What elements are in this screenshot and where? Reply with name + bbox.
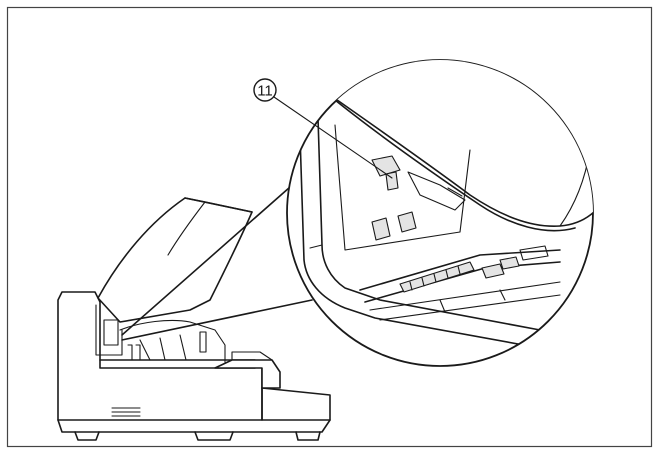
printer-vent-lines xyxy=(111,407,141,417)
callout-11-icon xyxy=(253,78,277,102)
guide-tab-right xyxy=(397,211,417,233)
zoom-line-lower xyxy=(121,299,313,341)
printer-cavity-back xyxy=(119,319,226,363)
cover-panel xyxy=(97,197,253,323)
cover-underside-edge xyxy=(334,99,576,232)
printer-cavity-details xyxy=(139,334,187,361)
printer-right-deck xyxy=(214,359,281,389)
printer-body-ledge xyxy=(99,359,256,369)
printer-base-outline xyxy=(57,387,331,433)
callout-11: 11 xyxy=(253,78,393,179)
sensor-block-3 xyxy=(519,245,549,261)
upper-roller xyxy=(371,155,401,177)
transport-rail-upper xyxy=(359,249,561,291)
printer-right-cap xyxy=(231,351,273,361)
printer-foot-right xyxy=(295,431,321,441)
cover-latch-mechanism xyxy=(407,171,466,211)
zoom-indicator xyxy=(121,179,313,341)
printer-inner-tabs xyxy=(127,344,141,361)
cover-crease xyxy=(167,201,206,256)
printer-foot-center xyxy=(194,431,234,441)
figure-frame xyxy=(6,6,653,448)
floor-line-2 xyxy=(379,294,561,321)
magnified-detail xyxy=(286,59,594,367)
callout-11-leader xyxy=(273,96,393,179)
printer-cavity-left xyxy=(95,304,123,356)
printer-body xyxy=(57,291,331,441)
open-cover xyxy=(97,197,253,323)
interior-back-panel xyxy=(334,124,471,251)
floor-ticks xyxy=(439,289,506,313)
printer-housing-front xyxy=(57,291,263,421)
zoom-line-upper xyxy=(121,179,299,336)
printer-inner-slot xyxy=(199,331,207,353)
feed-roller-segments xyxy=(409,265,461,291)
housing-outer-wall xyxy=(299,134,541,349)
printer-inner-block xyxy=(103,319,119,346)
callout-11-label: 11 xyxy=(257,83,273,100)
sensor-block-1 xyxy=(481,263,505,279)
floor-line-1 xyxy=(369,281,561,311)
housing-inner-wall xyxy=(317,117,541,331)
sensor-block-2 xyxy=(499,256,520,270)
wall-joint xyxy=(309,244,323,249)
printer-foot-left xyxy=(74,431,100,441)
guide-tab-left xyxy=(371,217,391,241)
latch-detail xyxy=(447,187,463,197)
printer-base-step xyxy=(261,387,331,421)
feed-roller-bar xyxy=(399,261,475,293)
